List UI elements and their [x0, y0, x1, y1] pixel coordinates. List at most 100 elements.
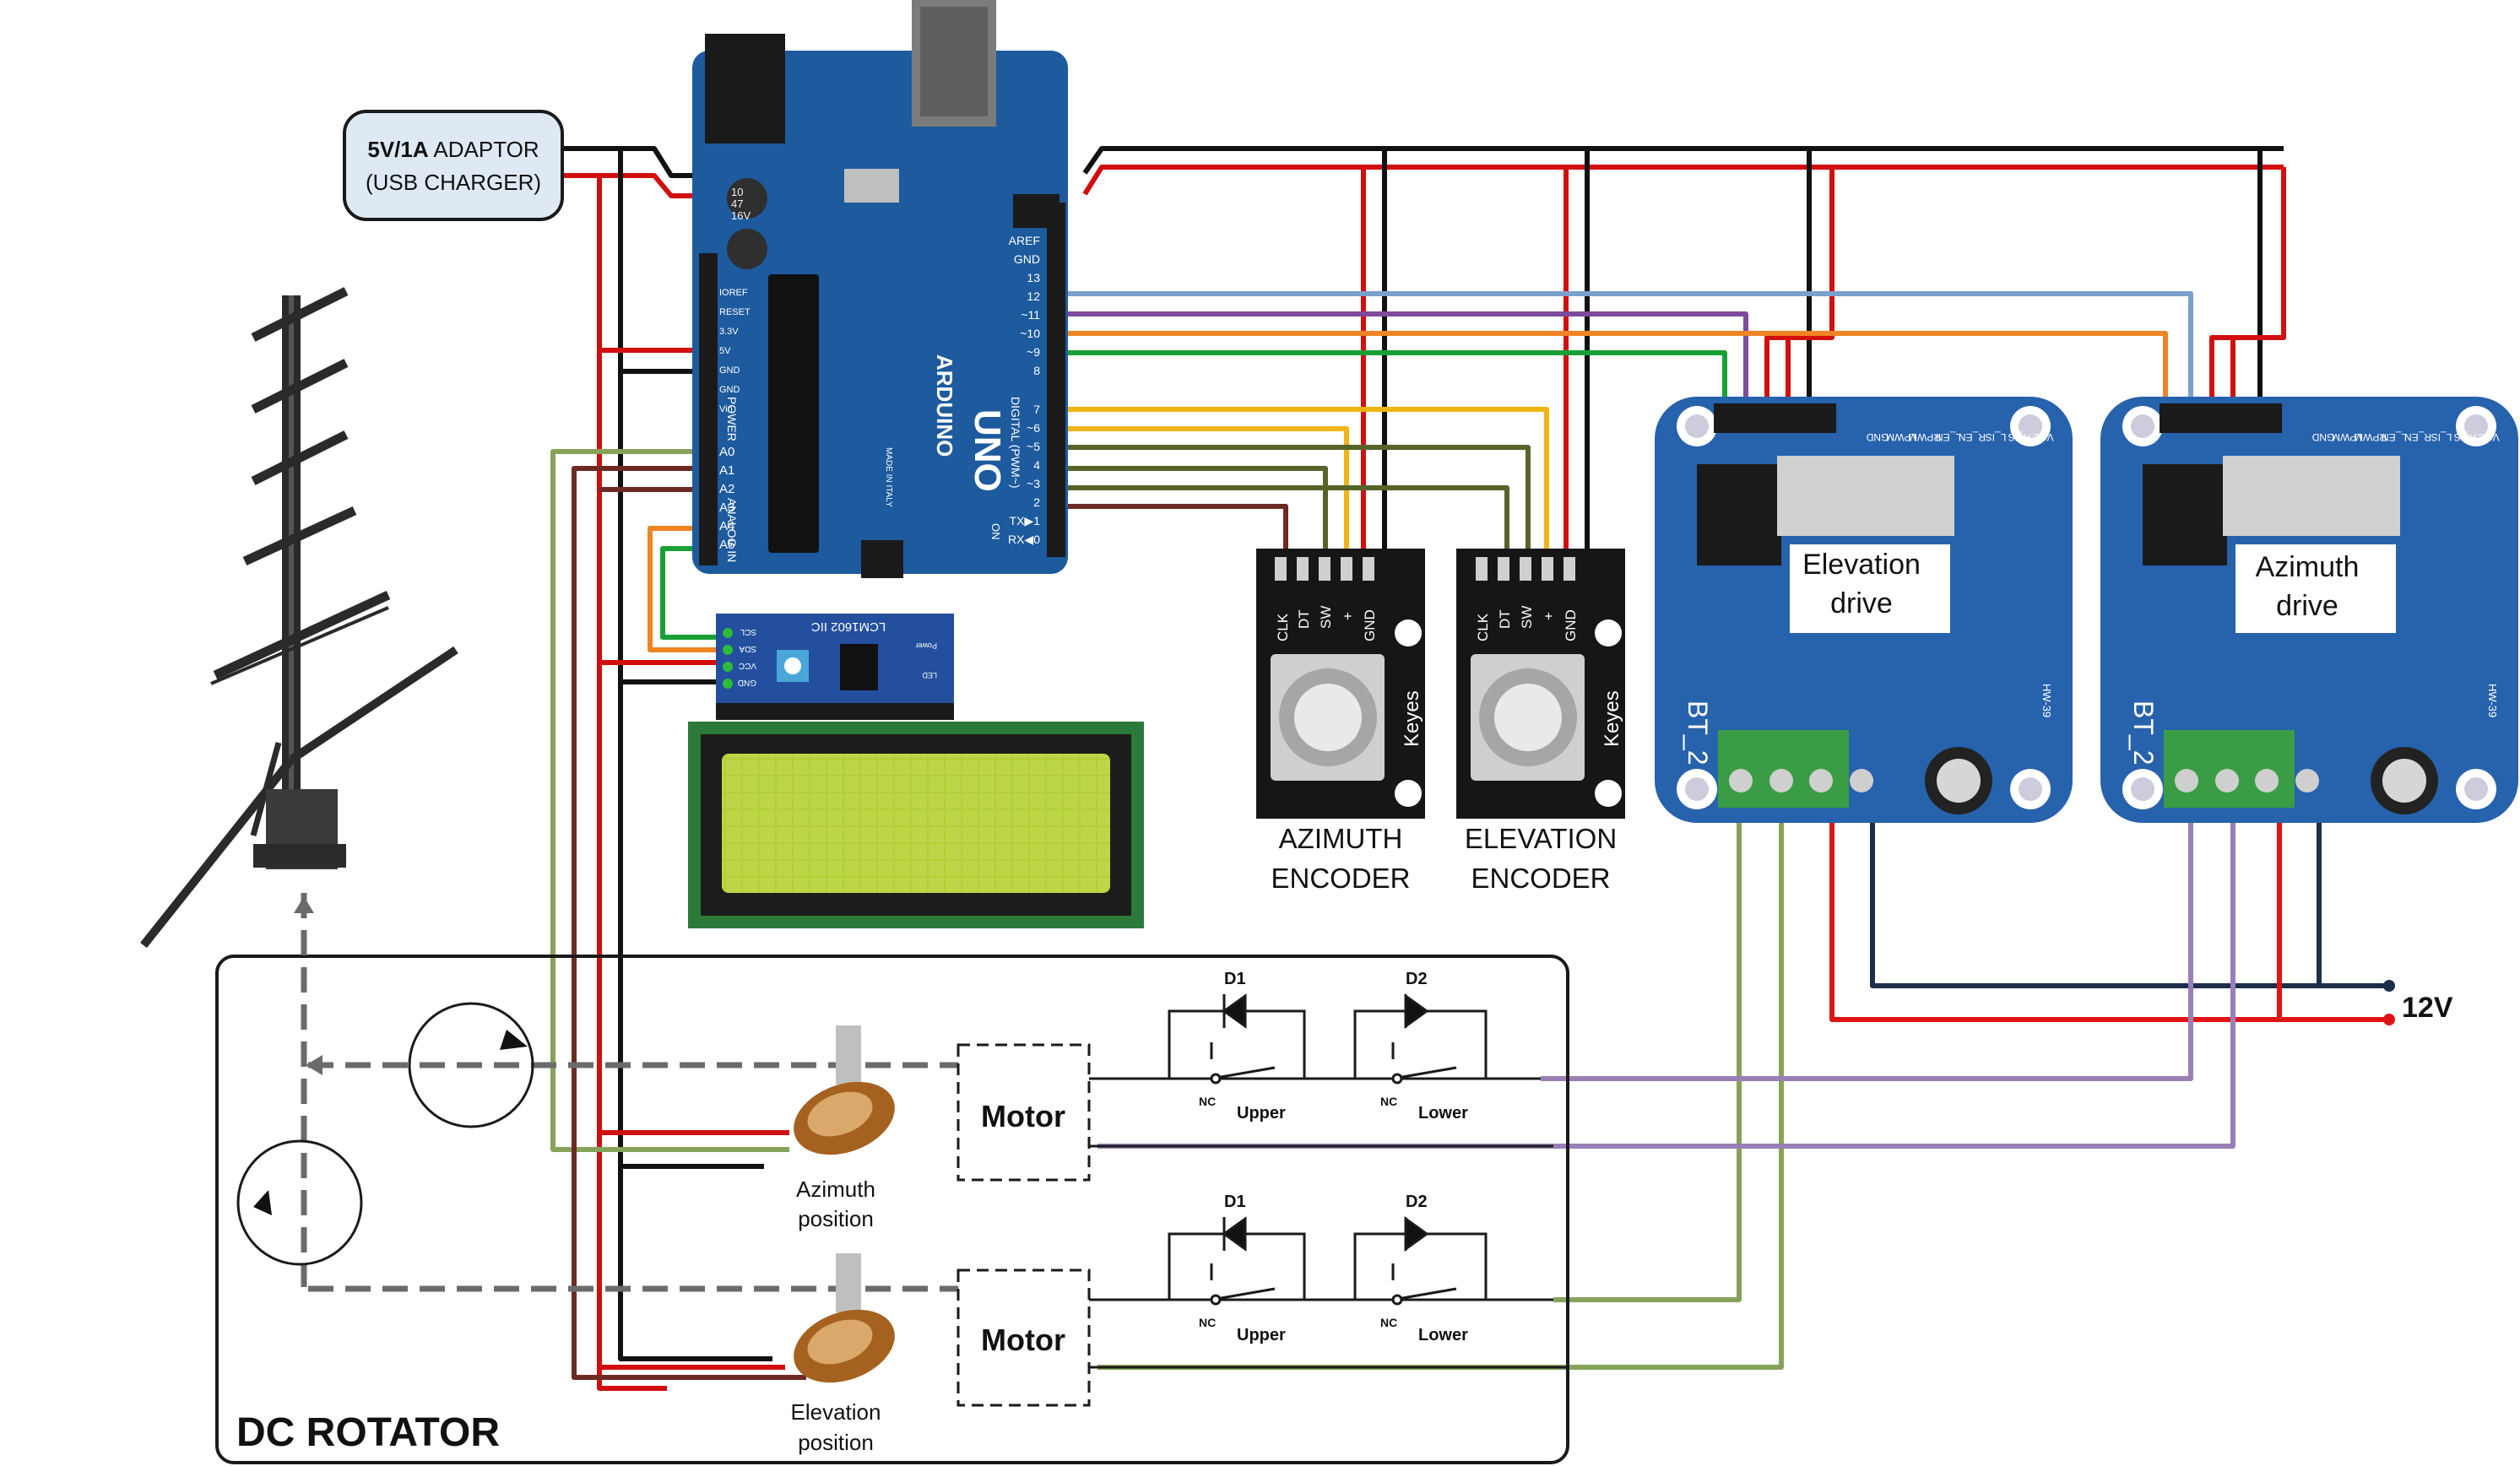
adaptor-black-wire [561, 146, 692, 178]
arduino-pin-label: ~3 [1027, 477, 1040, 490]
el-lower-label: Lower [1418, 1326, 1468, 1344]
az-pot-label-2: position [798, 1206, 874, 1231]
driver-pin-label: L_IS [1986, 431, 2007, 443]
supply-label: 12V [2402, 992, 2453, 1024]
arduino-uno-board: ARDUINO UNO DIGITAL (PWM~) POWER ANALOG … [692, 0, 1068, 578]
arduino-pin-label: RX◀0 [1008, 533, 1040, 546]
i2c-scl-wire [648, 526, 722, 652]
driver-pin-label: LPWM [1886, 431, 1916, 443]
azimuth-drive-code: HW-39 [2486, 684, 2499, 717]
arduino-pin-label: GND [719, 385, 740, 395]
azimuth-motor: Motor [957, 1043, 1091, 1182]
el-pot-label-1: Elevation [791, 1399, 881, 1425]
lcd-pin-label: SDA [739, 644, 756, 653]
12v-supply-terminal: 12V [2383, 980, 2453, 1025]
arduino-pin-label: 2 [1033, 495, 1040, 509]
driver-pin-label: RPWM [2355, 431, 2387, 443]
el-encoder-label-1: ELEVATION [1465, 823, 1617, 854]
arduino-pin-label: A1 [719, 463, 734, 478]
lcd-i2c-backpack: LCM1602 IIC Power LED SCL SDA VCC GND [716, 614, 954, 720]
arduino-pin-label: 13 [1027, 271, 1040, 284]
arduino-digital-header: DIGITAL (PWM~) [1009, 397, 1022, 489]
azimuth-potentiometer: Azimuth position [794, 1025, 895, 1231]
lcd-pin-label: VCC [739, 661, 756, 670]
12v-navy-wire [1870, 810, 2389, 988]
arduino-analog-header: ANALOG IN [725, 498, 739, 562]
el-d2-label: D2 [1406, 1193, 1428, 1211]
lcd-pin-label: GND [738, 678, 756, 687]
arduino-pin-label: 7 [1033, 403, 1040, 416]
lcd-led-label: LED [922, 671, 937, 679]
el-pot-label-2: position [798, 1430, 874, 1455]
el-pin-sw: SW [1519, 606, 1535, 629]
azimuth-pot-wire [550, 449, 789, 1152]
azimuth-motor-wire-a [1541, 810, 2193, 1081]
el-pin-gnd: GND [1563, 609, 1579, 641]
elevation-potentiometer: Elevation position [791, 1253, 895, 1455]
az-encoder-label-2: ENCODER [1271, 863, 1410, 894]
el-d1-label: D1 [1224, 1193, 1246, 1211]
lcd-power-label: Power [915, 641, 937, 650]
arduino-pin-label: 12 [1027, 289, 1040, 303]
az-d1-label: D1 [1224, 970, 1246, 988]
lcd-pin-labels: SCL SDA VCC GND [738, 627, 756, 687]
pin10-orange-wire [1064, 331, 2168, 414]
pin12-blue-wire [1064, 291, 2193, 414]
lcd-chip-label: LCM1602 IIC [811, 619, 886, 634]
el-nc-lower: NC [1380, 1316, 1397, 1329]
power-black-bus-left [618, 149, 772, 1361]
pin3-green-wire [1064, 485, 1509, 549]
driver-pin-label: R_IS [2008, 431, 2031, 443]
dc-rotator-box: DC ROTATOR Azimuth position Elevation [215, 893, 1569, 1464]
driver-pin-label: L_EN [1936, 431, 1961, 443]
svg-text:5V/1A ADAPTOR: 5V/1A ADAPTOR [367, 137, 539, 162]
adaptor-red-wire [561, 173, 692, 198]
arduino-pin-label: 4 [1033, 458, 1040, 472]
az-pin-gnd: GND [1362, 609, 1378, 641]
pin11-purple-wire [1064, 311, 1748, 414]
arduino-pin-label: A4 [719, 519, 734, 533]
az-lower-label: Lower [1418, 1104, 1468, 1122]
elevation-drive-label-2: drive [1830, 587, 1893, 619]
arduino-pin-label: A2 [719, 482, 734, 496]
rotator-title: DC ROTATOR [236, 1410, 500, 1455]
lcd-pin-label: SCL [740, 627, 756, 636]
el-upper-label: Upper [1237, 1326, 1286, 1344]
az-encoder-label-1: AZIMUTH [1279, 823, 1403, 854]
el-pin-dt: DT [1497, 609, 1513, 629]
az-pin-sw: SW [1318, 606, 1334, 629]
arduino-pin-label: A5 [719, 538, 734, 552]
arduino-pin-label: ~6 [1027, 421, 1040, 435]
azimuth-drive-label-1: Azimuth [2256, 551, 2360, 583]
arduino-pin-label: ~10 [1020, 327, 1040, 340]
az-upper-label: Upper [1237, 1104, 1286, 1122]
pin2-brown-wire [1064, 504, 1288, 549]
arduino-pin-label: AREF [1009, 234, 1040, 247]
arduino-pin-label: IOREF [719, 288, 748, 298]
driver-pin-label: VCC [2478, 431, 2500, 443]
azimuth-drive-model: BT_2 [2128, 701, 2159, 765]
el-encoder-brand: Keyes [1601, 690, 1623, 747]
elevation-drive-model: BT_2 [1683, 701, 1713, 765]
arduino-pin-label: TX▶1 [1010, 514, 1041, 527]
driver-pin-label: GND [1866, 431, 1889, 443]
i2c-sda-wire [660, 546, 722, 640]
az-motor-label: Motor [981, 1099, 1065, 1133]
driver-pin-label: R_EN [1959, 431, 1986, 443]
azimuth-limit-switches [1089, 993, 1553, 1148]
driver-pin-label: R_EN [2404, 431, 2431, 443]
pin4-olive-wire [1064, 466, 1328, 549]
adaptor-subtitle: (USB CHARGER) [366, 170, 541, 195]
elevation-drive-code: HW-39 [2040, 684, 2053, 717]
elevation-pot-wire [572, 466, 806, 1380]
arduino-pin-label: GND [719, 365, 740, 376]
az-pin-plus: + [1340, 612, 1356, 620]
az-pot-label-1: Azimuth [796, 1177, 875, 1202]
el-pin-clk: CLK [1475, 613, 1491, 641]
driver-pin-label: RPWM [1909, 431, 1941, 443]
arduino-pin-label: RESET [719, 307, 751, 317]
top-red-bus [1082, 165, 2284, 196]
